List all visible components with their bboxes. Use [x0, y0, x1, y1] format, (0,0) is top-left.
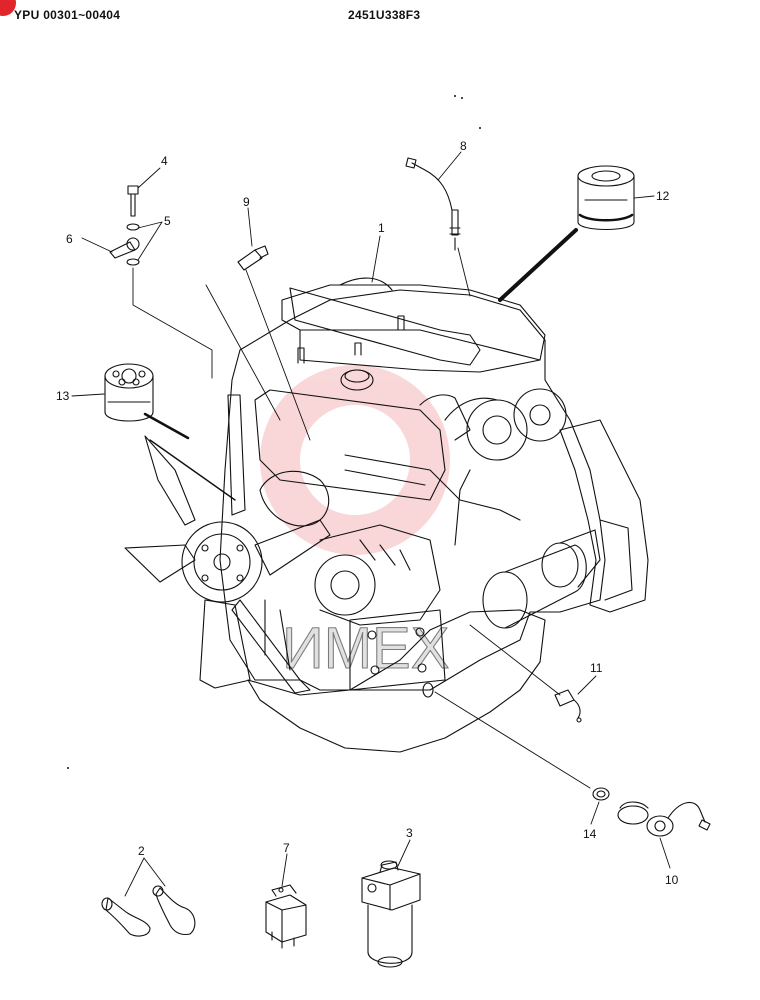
callout-11: 11: [590, 661, 603, 675]
callout-6: 6: [66, 232, 73, 246]
callout-9: 9: [243, 195, 250, 209]
callout-1: 1: [378, 221, 385, 235]
watermark-logo: [260, 365, 450, 555]
callout-7: 7: [283, 841, 290, 855]
part-8-temperature-sensor[interactable]: [405, 157, 461, 251]
corner-marker: [0, 0, 16, 16]
callout-numbers: 1 2 3 4 5 6 7 8 9 10 11 12 13 14: [56, 139, 679, 887]
callout-14: 14: [583, 827, 597, 841]
callout-2: 2: [138, 844, 145, 858]
part-11-oil-pressure-sender[interactable]: [554, 689, 582, 723]
callout-3: 3: [406, 826, 413, 840]
callout-10: 10: [665, 873, 679, 887]
location-lines: [132, 228, 591, 789]
print-specks: [67, 95, 481, 769]
part-12-fuel-filter[interactable]: [577, 165, 635, 230]
part-13-oil-filter[interactable]: [104, 363, 154, 422]
part-5-washers[interactable]: [126, 223, 140, 266]
part-10-sender-with-lead[interactable]: [617, 801, 711, 837]
part-6-banjo-fitting[interactable]: [109, 237, 140, 259]
part-4-banjo-bolt[interactable]: [127, 185, 139, 217]
callout-leaders: [71, 151, 671, 897]
part-3-fuel-filter-assembly[interactable]: [361, 860, 421, 968]
drawing-number: 2451U338F3: [348, 8, 421, 22]
part-14-o-ring[interactable]: [592, 787, 610, 801]
part-2-terminal-boots[interactable]: [101, 885, 196, 937]
callout-4: 4: [161, 154, 168, 168]
callout-12: 12: [656, 189, 670, 203]
callout-13: 13: [56, 389, 70, 403]
part-7-relay[interactable]: [265, 884, 307, 949]
engine-assembly[interactable]: [124, 277, 649, 753]
callout-5: 5: [164, 214, 171, 228]
callout-8: 8: [460, 139, 467, 153]
serial-range: YPU 00301~00404: [14, 8, 121, 22]
watermark-text: ИMEX: [282, 616, 449, 681]
part-9-pressure-switch[interactable]: [237, 245, 269, 271]
